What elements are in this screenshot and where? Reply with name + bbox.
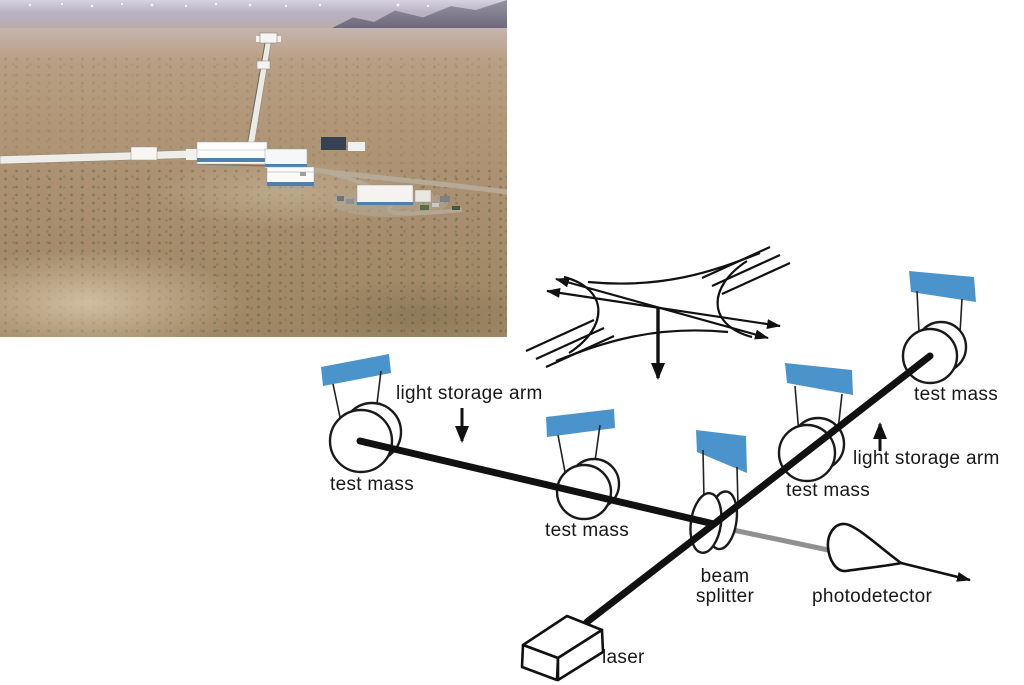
laser-beams — [356, 352, 934, 626]
gravitational-wave-symbol — [525, 245, 791, 380]
interferometer-arm-left — [0, 146, 200, 165]
suspension-plate — [321, 354, 391, 386]
ligo-aerial-photo — [0, 0, 507, 337]
suspension-plates — [321, 271, 976, 473]
corner-station-buildings — [196, 137, 365, 187]
mid-station — [256, 60, 271, 70]
label-photodetector: photodetector — [812, 586, 933, 607]
label-arrows — [455, 408, 887, 451]
label-light-storage-arm-right: light storage arm — [853, 448, 1000, 469]
horizon-lights — [28, 2, 430, 8]
label-laser: laser — [602, 647, 645, 668]
laser-input-beam — [583, 520, 718, 626]
suspension-plate — [785, 363, 853, 395]
photodetector-horn — [826, 522, 971, 582]
support-cluster — [300, 172, 460, 210]
label-test-mass-right-upper: test mass — [914, 384, 998, 405]
label-light-storage-arm-left: light storage arm — [396, 383, 543, 404]
scrub-patch — [300, 280, 507, 337]
laser-box — [520, 614, 605, 682]
site-features — [0, 2, 507, 217]
end-station — [259, 32, 278, 44]
label-beam-splitter: beam splitter — [695, 566, 755, 607]
light-storage-arm-beam-right — [710, 352, 934, 528]
sand-wash — [0, 248, 250, 337]
dark-building — [321, 137, 346, 150]
suspension-plate — [909, 271, 976, 302]
light-storage-arm-beam-left — [356, 437, 718, 528]
label-test-mass-left: test mass — [330, 474, 414, 495]
test-mass-mirrors — [328, 320, 968, 554]
suspension-plate — [696, 430, 747, 473]
label-test-mass-middle: test mass — [545, 520, 629, 541]
label-test-mass-right-lower: test mass — [786, 480, 870, 501]
horizon-haze — [0, 28, 507, 58]
test-mass-mirror-left — [328, 401, 403, 474]
suspension-plate — [546, 409, 615, 437]
